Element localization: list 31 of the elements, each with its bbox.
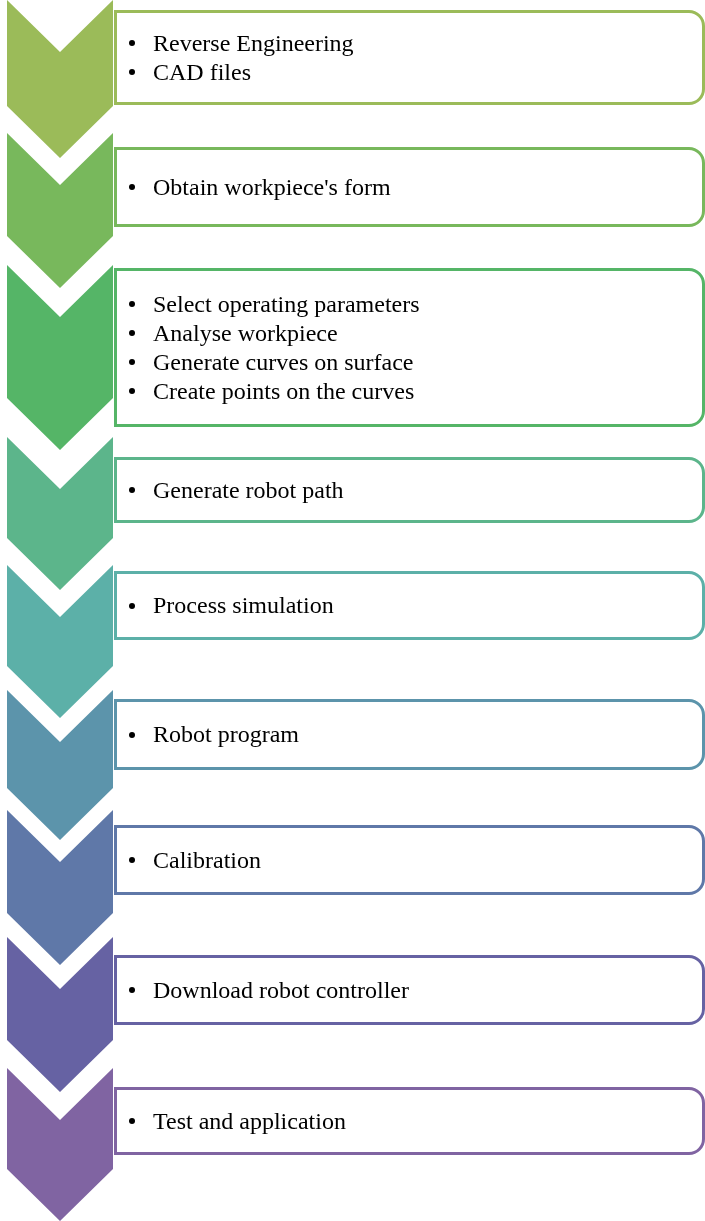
chevron-block [7,1068,113,1221]
step-text: Calibration [153,845,261,875]
step-box [114,1087,705,1155]
chevron-block [7,690,113,840]
step-box [114,825,705,895]
chevron-block [7,937,113,1092]
step-text: Test and application [153,1106,346,1136]
step-text: Analyse workpiece [153,318,338,348]
step-box [114,699,705,770]
step-text: CAD files [153,57,251,87]
chevron-block [7,437,113,590]
chevron-block [7,133,113,288]
step-box [114,571,705,640]
step-text: Generate curves on surface [153,347,414,377]
step-text: Obtain workpiece's form [153,172,391,202]
chevron-block [7,265,113,450]
step-box [114,147,705,227]
chevron-block [7,0,113,158]
step-text: Robot program [153,720,299,749]
step-text: Select operating parameters [153,289,420,319]
step-text: Create points on the curves [153,376,415,406]
step-box [114,10,705,105]
step-text: Generate robot path [153,475,344,505]
step-box [114,268,705,427]
step-text: Download robot controller [153,975,409,1005]
chevron-block [7,565,113,718]
step-box [114,457,705,523]
step-text: Reverse Engineering [153,28,354,58]
chevron-block [7,810,113,965]
step-box [114,955,705,1025]
step-text: Process simulation [153,591,334,620]
